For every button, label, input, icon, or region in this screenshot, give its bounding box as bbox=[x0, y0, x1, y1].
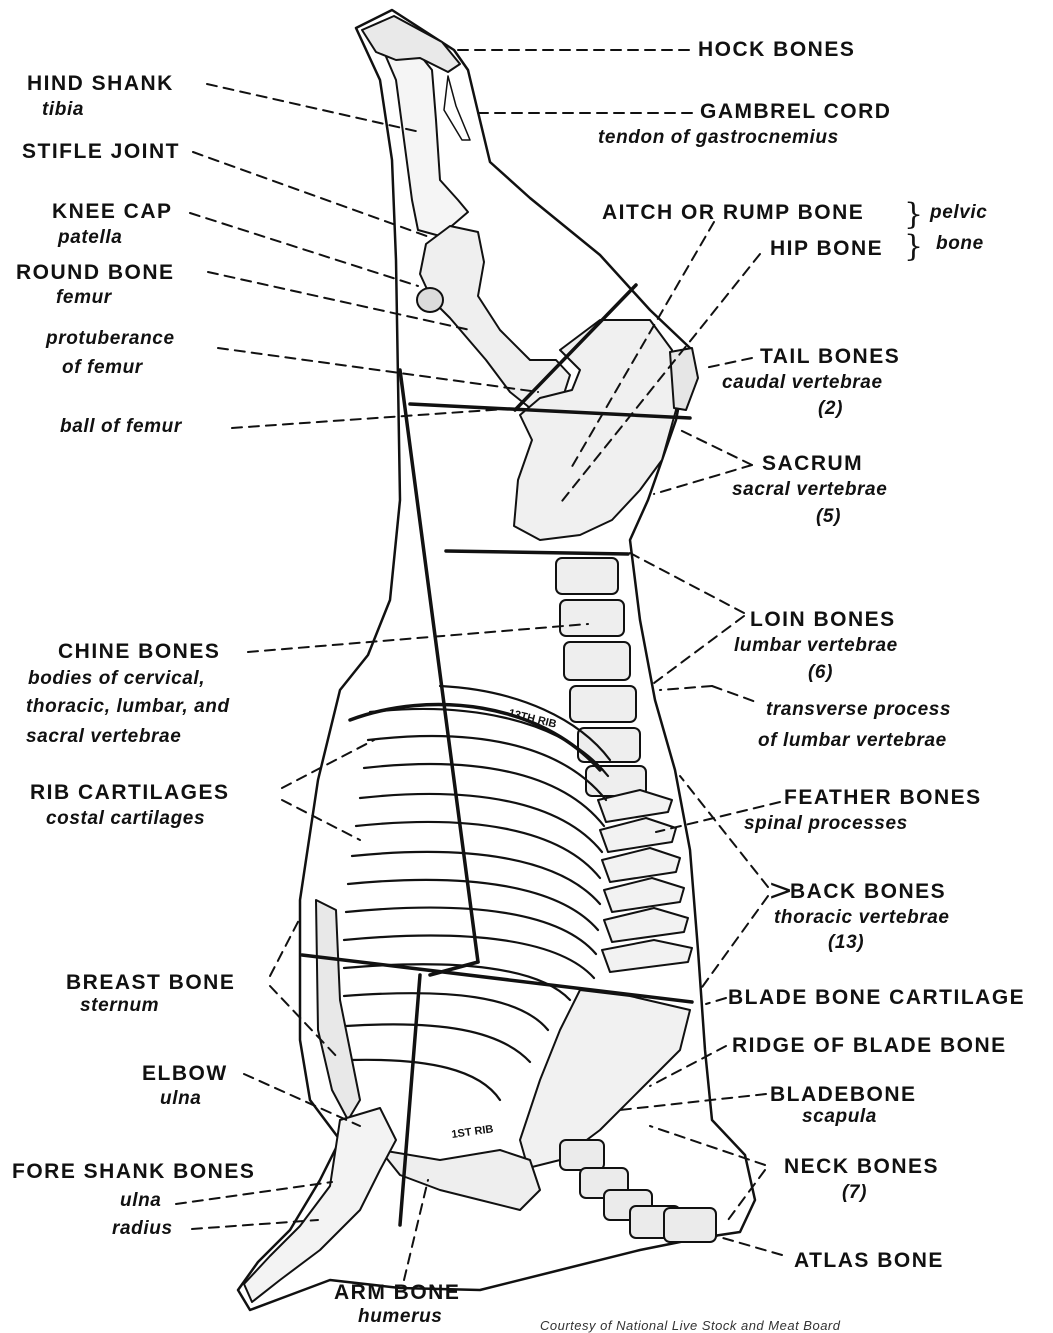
feather-bones-sub: spinal processes bbox=[744, 813, 908, 835]
hind-shank-label: HIND SHANK bbox=[27, 72, 174, 96]
rib1-tag: 1ST RIB bbox=[451, 1123, 494, 1141]
neck-bones-label: NECK BONES bbox=[784, 1155, 939, 1179]
neck-vertebrae-shapes bbox=[560, 1140, 716, 1242]
round-bone-label: ROUND BONE bbox=[16, 261, 175, 285]
loin-bones-sub: lumbar vertebrae bbox=[734, 635, 898, 657]
sternum-shape bbox=[316, 900, 360, 1120]
loin-bones-label: LOIN BONES bbox=[750, 608, 896, 632]
tail-bones-label: TAIL BONES bbox=[760, 345, 900, 369]
feather-bones-label: FEATHER BONES bbox=[784, 786, 982, 810]
fore-shank-bones-label: FORE SHANK BONES bbox=[12, 1160, 255, 1184]
transverse-process-label-1: transverse process bbox=[766, 699, 951, 721]
protuberance-label-1: protuberance bbox=[46, 328, 175, 350]
protuberance-label-2: of femur bbox=[62, 357, 143, 379]
breast-bone-label: BREAST BONE bbox=[66, 971, 235, 995]
ball-of-femur-label: ball of femur bbox=[60, 416, 182, 438]
thoracic-vertebrae-shapes bbox=[598, 790, 692, 972]
chine-bones-sub-3: sacral vertebrae bbox=[26, 726, 181, 748]
back-bones-sub: thoracic vertebrae bbox=[774, 907, 950, 929]
gambrel-tendon bbox=[444, 76, 470, 140]
knee-cap-sub: patella bbox=[58, 227, 122, 249]
elbow-label: ELBOW bbox=[142, 1062, 228, 1086]
round-bone-sub: femur bbox=[56, 287, 112, 309]
pelvic-note-line1: pelvic bbox=[930, 202, 987, 224]
elbow-sub: ulna bbox=[160, 1088, 201, 1110]
back-bones-label: BACK BONES bbox=[790, 880, 946, 904]
tail-shape bbox=[670, 348, 698, 410]
atlas-bone-label: ATLAS BONE bbox=[794, 1249, 944, 1273]
stifle-joint-label: STIFLE JOINT bbox=[22, 140, 180, 164]
bladebone-sub: scapula bbox=[802, 1106, 877, 1128]
back-bones-count: (13) bbox=[828, 932, 864, 954]
foreshank-shape bbox=[244, 1108, 396, 1302]
pelvic-brace: } bbox=[904, 200, 923, 230]
aitch-bone-label: AITCH OR RUMP BONE bbox=[602, 201, 864, 225]
ridge-of-blade-bone-label: RIDGE OF BLADE BONE bbox=[732, 1034, 1007, 1058]
arm-bone-sub: humerus bbox=[358, 1306, 442, 1328]
neck-bones-count: (7) bbox=[842, 1182, 867, 1204]
fore-shank-ulna: ulna bbox=[120, 1190, 161, 1212]
breast-bone-sub: sternum bbox=[80, 995, 159, 1017]
gambrel-cord-sub: tendon of gastrocnemius bbox=[598, 127, 839, 149]
tail-bones-count: (2) bbox=[818, 398, 843, 420]
rib-cartilages-sub: costal cartilages bbox=[46, 808, 205, 830]
transverse-process-label-2: of lumbar vertebrae bbox=[758, 730, 947, 752]
rib13-tag: 13TH RIB bbox=[507, 707, 557, 730]
chine-bones-sub-2: thoracic, lumbar, and bbox=[26, 696, 230, 718]
sacrum-sub: sacral vertebrae bbox=[732, 479, 887, 501]
sacrum-count: (5) bbox=[816, 506, 841, 528]
hind-shank-sub: tibia bbox=[42, 99, 84, 121]
blade-bone-cartilage-label: BLADE BONE CARTILAGE bbox=[728, 986, 1025, 1010]
tibia-shape bbox=[384, 45, 468, 236]
sacrum-label: SACRUM bbox=[762, 452, 863, 476]
lumbar-vertebrae-shapes bbox=[556, 558, 646, 796]
tail-bones-sub: caudal vertebrae bbox=[722, 372, 883, 394]
fore-shank-radius: radius bbox=[112, 1218, 173, 1240]
pelvis-shape bbox=[514, 320, 676, 540]
femur-shape bbox=[420, 226, 570, 408]
patella-shape bbox=[417, 288, 443, 312]
chine-bones-sub-1: bodies of cervical, bbox=[28, 668, 205, 690]
pelvic-note-line2: bone bbox=[936, 233, 984, 255]
hip-bone-label: HIP BONE bbox=[770, 237, 883, 261]
gambrel-cord-label: GAMBREL CORD bbox=[700, 100, 891, 124]
bladebone-label: BLADEBONE bbox=[770, 1083, 917, 1107]
hock-bones-label: HOCK BONES bbox=[698, 38, 855, 62]
chine-bones-label: CHINE BONES bbox=[58, 640, 220, 664]
arm-bone-label: ARM BONE bbox=[334, 1281, 460, 1305]
rib-cartilages-label: RIB CARTILAGES bbox=[30, 781, 230, 805]
knee-cap-label: KNEE CAP bbox=[52, 200, 173, 224]
loin-bones-count: (6) bbox=[808, 662, 833, 684]
pelvic-brace-2: } bbox=[904, 232, 923, 262]
